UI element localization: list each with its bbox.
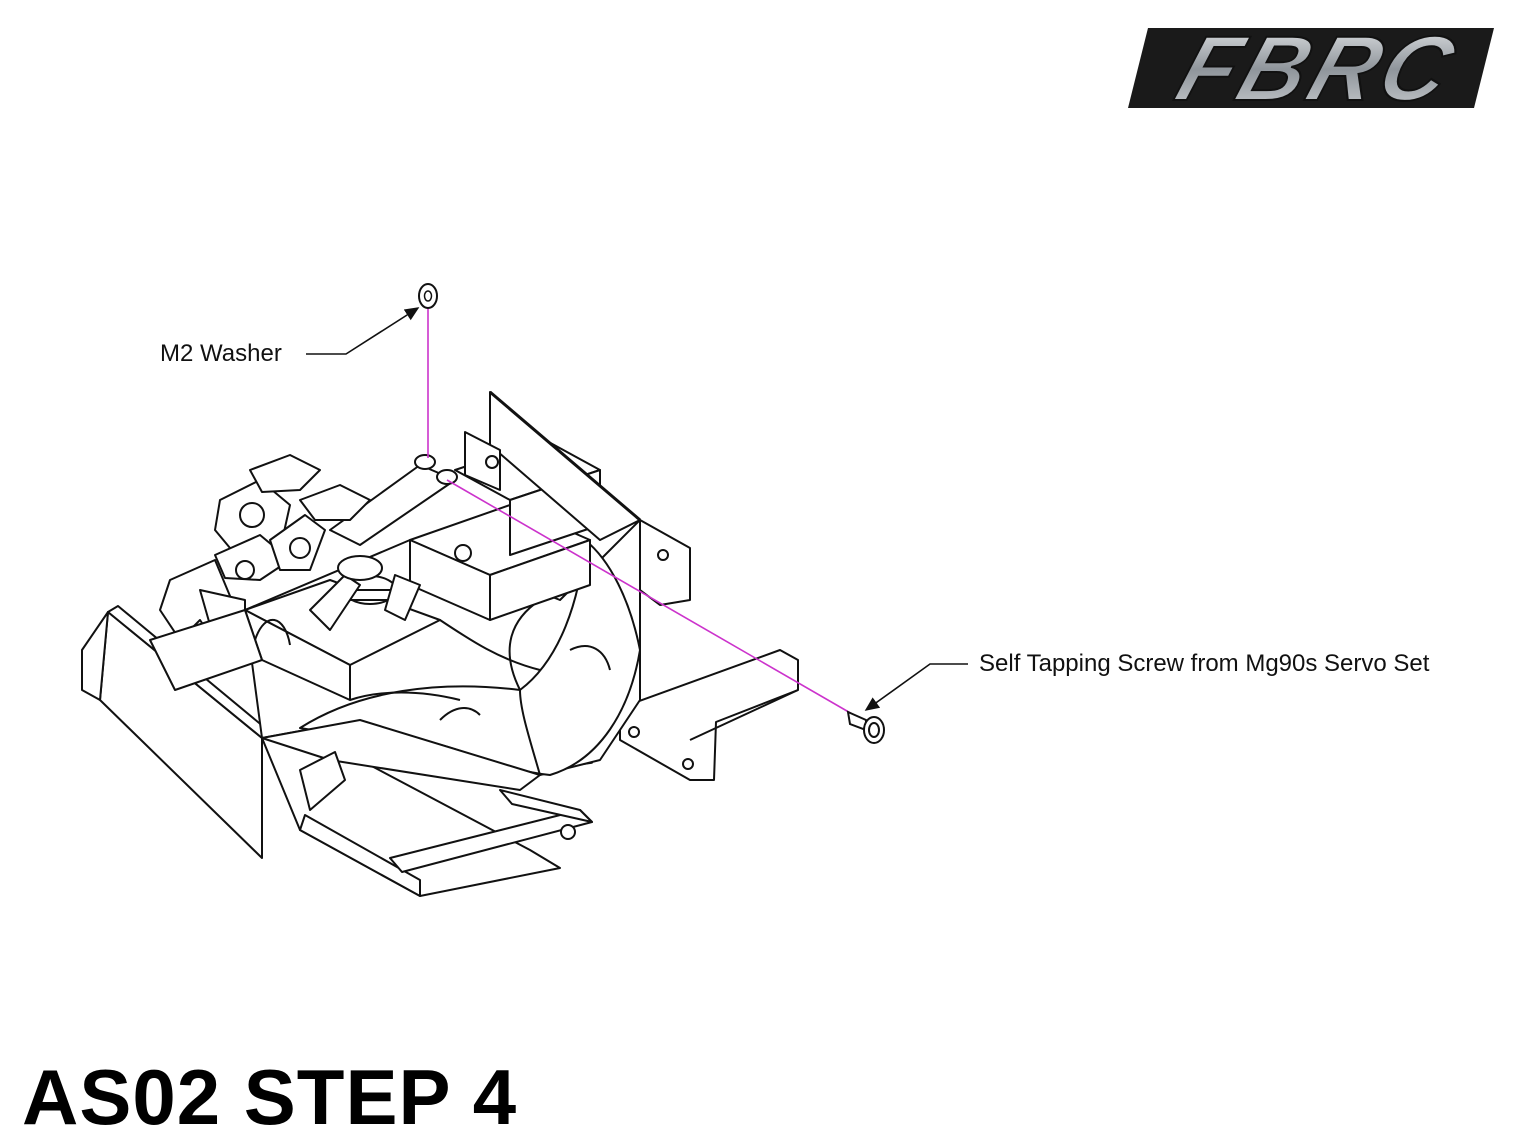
chassis-drawing: [81, 390, 799, 897]
step-title: AS02 STEP 4: [22, 1053, 518, 1141]
screw-icon: [846, 710, 885, 744]
assembly-leader-lines: [427, 298, 867, 723]
washer-icon: [418, 283, 438, 309]
screw-leader-line: [446, 479, 867, 723]
screw-callout-label: Self Tapping Screw from Mg90s Servo Set: [979, 650, 1430, 677]
screw-callout-arrow: [864, 663, 968, 711]
washer-callout-label: M2 Washer: [160, 340, 282, 367]
logo-text: FBRC: [1165, 18, 1470, 120]
callout-arrows: [306, 307, 968, 711]
washer-callout-arrow: [306, 307, 420, 355]
fbrc-logo: FBRC: [1128, 17, 1494, 121]
